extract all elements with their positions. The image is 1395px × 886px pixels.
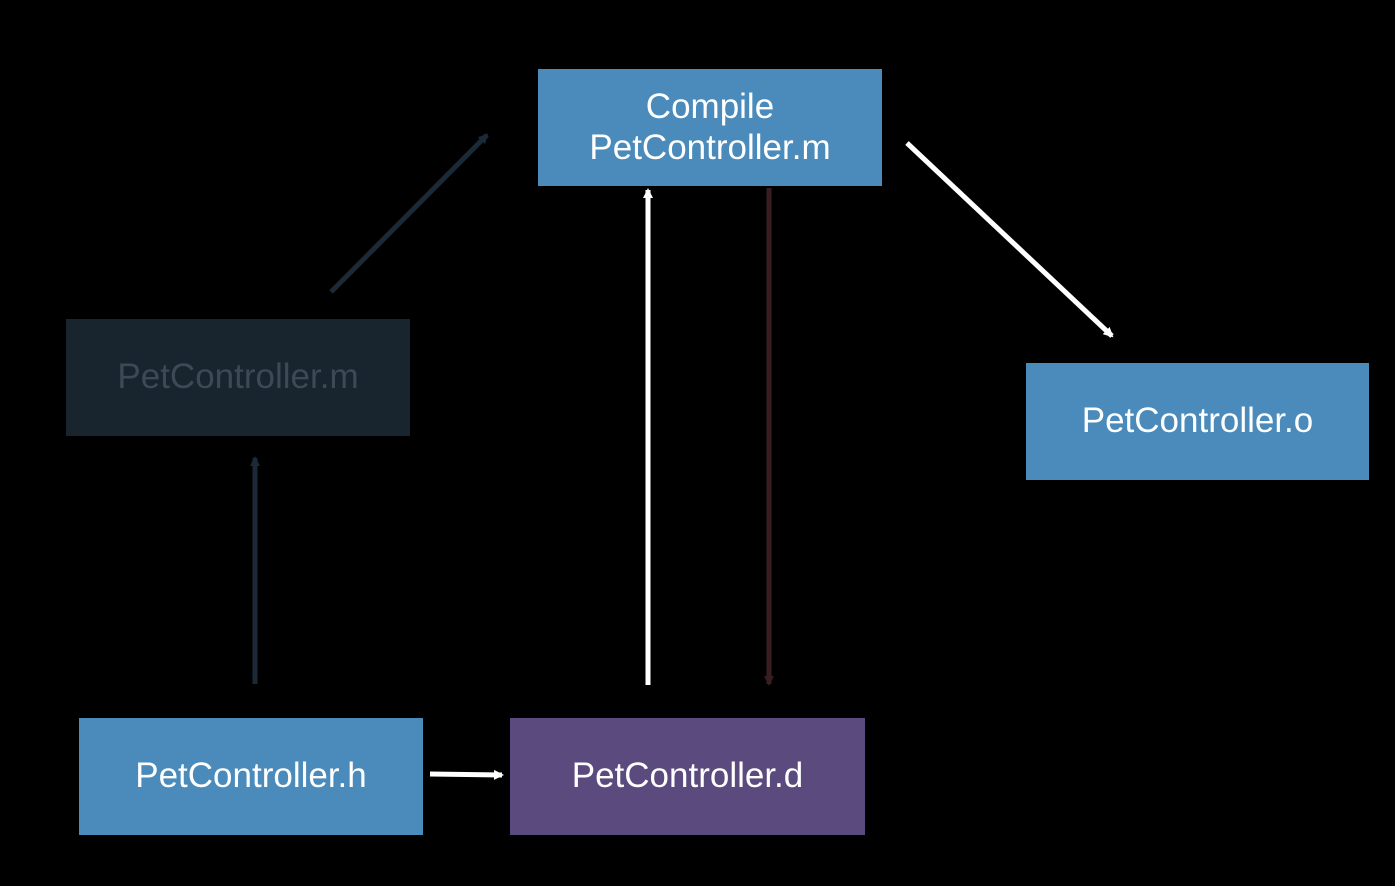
source-m-node-label: PetController.m bbox=[117, 357, 359, 397]
compile-node-label: Compile PetController.m bbox=[589, 87, 831, 167]
petcontroller-m-node: PetController.m bbox=[66, 319, 410, 436]
petcontroller-o-node: PetController.o bbox=[1026, 363, 1369, 480]
edge-source-m-to-compile bbox=[329, 133, 489, 294]
object-o-node-label: PetController.o bbox=[1081, 401, 1314, 441]
header-h-node-label: PetController.h bbox=[135, 756, 367, 796]
petcontroller-h-node: PetController.h bbox=[79, 718, 423, 835]
edge-header-h-to-deps-d bbox=[429, 769, 504, 780]
compile-petcontroller-m-node: Compile PetController.m bbox=[538, 69, 882, 186]
deps-d-node-label: PetController.d bbox=[571, 756, 804, 796]
edge-compile-to-object-o bbox=[905, 141, 1114, 338]
petcontroller-d-node: PetController.d bbox=[510, 718, 865, 835]
